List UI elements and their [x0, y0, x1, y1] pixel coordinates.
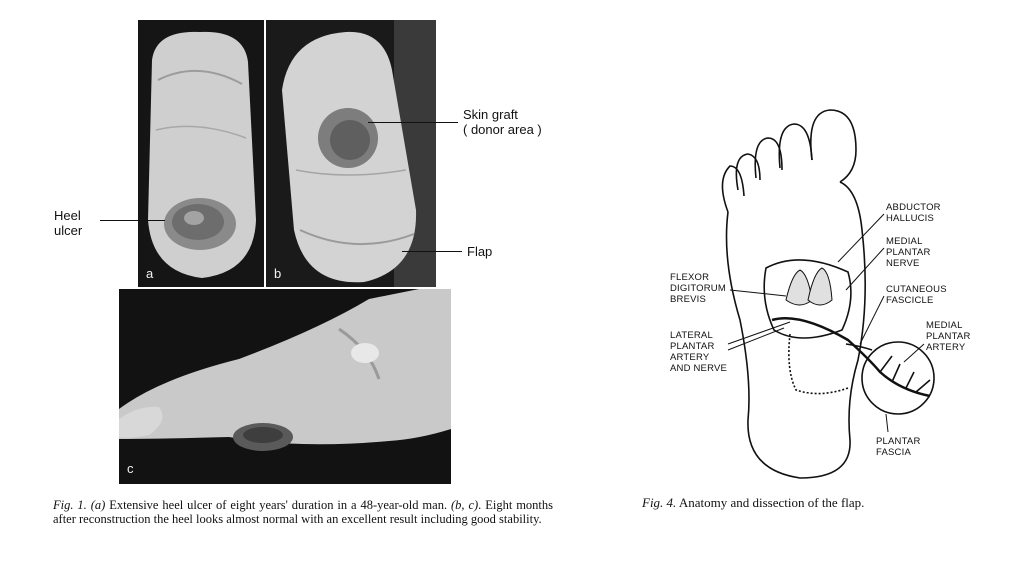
panel-letter-b: b: [274, 266, 282, 281]
fig4-text: Anatomy and dissection of the flap.: [676, 495, 865, 510]
artery-path: [771, 316, 931, 398]
photo-panel-a: a: [138, 20, 264, 287]
fig1-part-bc: (b,: [450, 498, 465, 512]
vascular-pedicle: [845, 343, 873, 351]
leader-cutaneous: [859, 295, 885, 345]
panel-letter-c: c: [127, 461, 134, 476]
figure1-caption: Fig. 1. (a) Extensive heel ulcer of eigh…: [53, 498, 553, 526]
leader-flexor: [729, 289, 787, 297]
big-toe: [810, 109, 857, 183]
second-toe: [778, 123, 813, 169]
label-medial-plantar-artery: MEDIAL PLANTAR ARTERY: [926, 320, 971, 353]
medial-plantar-artery-island: [861, 341, 935, 415]
panel-letter-a: a: [146, 266, 154, 281]
reconstructed-heel-photo: [266, 20, 436, 287]
lateral-heel-photo: [119, 289, 451, 484]
label-cutaneous-fascicle: CUTANEOUS FASCICLE: [886, 284, 947, 306]
label-flexor-digitorum-brevis: FLEXOR DIGITORUM BREVIS: [670, 272, 726, 305]
leader-plantar-fascia: [885, 413, 889, 433]
raised-flap: [788, 333, 849, 395]
leader-abductor: [837, 213, 885, 263]
label-plantar-fascia: PLANTAR FASCIA: [876, 436, 921, 458]
callout-heel-ulcer: Heel ulcer: [54, 208, 83, 238]
fig4-label: Fig. 4.: [642, 495, 677, 510]
fig1-part-c: c): [468, 498, 479, 512]
fig1-label: Fig. 1.: [53, 498, 87, 512]
label-medial-plantar-nerve: MEDIAL PLANTAR NERVE: [886, 236, 931, 269]
fourth-toe: [735, 153, 761, 191]
leader-heel-ulcer: [100, 220, 165, 221]
label-abductor-hallucis: ABDUCTOR HALLUCIS: [886, 202, 941, 224]
dissection-window: [763, 259, 852, 339]
photo-panel-c: c: [119, 289, 451, 484]
fifth-toe: [721, 165, 745, 213]
figure4-caption: Fig. 4. Anatomy and dissection of the fl…: [642, 496, 864, 510]
heel-ulcer-photo: [138, 20, 264, 287]
leader-lateral-2: [727, 327, 785, 351]
photo-panel-b: b: [266, 20, 436, 287]
fig1-text2: . Eight months after reconstruction the …: [53, 498, 554, 526]
leader-lateral-1: [727, 321, 791, 345]
fig1-part-a: (a): [90, 498, 106, 512]
fig1-text1: Extensive heel ulcer of eight years' dur…: [105, 498, 451, 512]
artery-branches: [879, 355, 931, 393]
flexor-bundle-2: [807, 267, 833, 306]
leader-skin-graft: [368, 122, 458, 123]
leader-medial-nerve: [845, 247, 885, 291]
callout-skin-graft: Skin graft ( donor area ): [463, 107, 542, 137]
leader-flap: [402, 251, 462, 252]
flexor-bundle-1: [785, 269, 813, 306]
leader-medial-artery: [903, 343, 925, 363]
sole-outline: [725, 181, 866, 479]
callout-flap: Flap: [467, 244, 493, 259]
label-lateral-plantar-artery-nerve: LATERAL PLANTAR ARTERY AND NERVE: [670, 330, 728, 374]
